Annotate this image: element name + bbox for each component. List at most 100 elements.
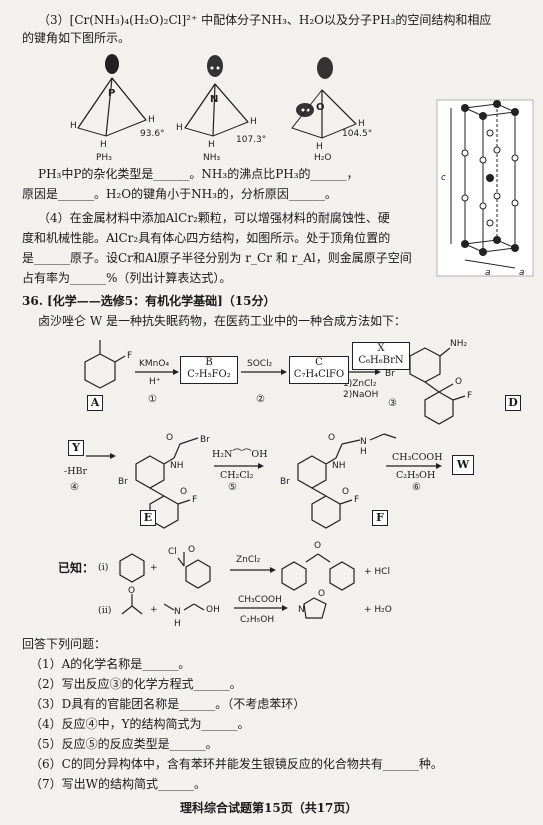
cell-a1-label: a [485, 268, 491, 278]
svg-text:ZnCl₂: ZnCl₂ [236, 555, 261, 565]
svg-text:N: N [174, 607, 181, 617]
r4-text: -HBr [64, 466, 88, 477]
svg-text:F: F [127, 351, 132, 361]
svg-text:OH: OH [206, 605, 220, 615]
svg-text:+ H₂O: + H₂O [364, 605, 392, 615]
nh3-structure: N H H H 107.3° NH₃ [176, 55, 266, 163]
r6-bot: C₂H₅OH [396, 470, 436, 481]
cell-a2-label: a [519, 268, 525, 278]
svg-text:Br: Br [385, 369, 395, 379]
label-D: D [505, 395, 521, 411]
svg-text:O: O [455, 377, 462, 387]
svg-text:H: H [100, 140, 107, 150]
known-reaction-i: + Cl O ZnCl₂ O + HCl [119, 541, 390, 591]
svg-text:O: O [128, 586, 135, 596]
q4-line-3: 是______原子。设Cr和Al原子半径分别为 r_Cr 和 r_Al，则金属原… [22, 251, 412, 265]
cell-c-label: c [441, 173, 446, 183]
r5-top: H₂N⌒⌒OH [212, 449, 268, 460]
known-i-label: (i) [98, 562, 109, 573]
q3-line-1: （3）[Cr(NH₃)₄(H₂O)₂Cl]²⁺ 中配体分子NH₃、H₂O以及分子… [38, 13, 492, 27]
svg-text:H: H [70, 121, 77, 131]
known-ii-label: (ii) [98, 605, 112, 616]
svg-text:O: O [342, 487, 349, 497]
svg-text:N: N [360, 437, 367, 447]
svg-text:H: H [148, 115, 155, 125]
svg-text:F: F [467, 391, 472, 401]
svg-text:+ HCl: + HCl [364, 567, 390, 577]
svg-text:NH₂: NH₂ [450, 339, 468, 349]
answer-title: 回答下列问题： [22, 637, 107, 651]
question-7: （7）写出W的结构简式______。 [30, 777, 206, 791]
svg-text:H: H [174, 619, 181, 629]
q36-title: 36. [化学——选修5：有机化学基础]（15分） [22, 294, 276, 308]
svg-text:H: H [316, 142, 323, 152]
svg-text:O: O [314, 541, 321, 551]
q4-line-1: （4）在金属材料中添加AlCr₂颗粒，可以增强材料的耐腐蚀性、硬 [38, 211, 390, 225]
known-reaction-ii: O + N H OH CH₃COOH C₂H₅OH N O + H₂O [121, 586, 392, 629]
svg-text:2)NaOH: 2)NaOH [343, 390, 378, 400]
h2o-structure: O H H 104.5° H₂O [291, 57, 372, 163]
question-6: （6）C的同分异构体中，含有苯环并能发生银镜反应的化合物共有______种。 [30, 757, 443, 771]
r5-bot: CH₂Cl₂ [220, 470, 254, 481]
svg-text:SOCl₂: SOCl₂ [247, 359, 273, 369]
molecule-structures: P H H H 93.6° PH₃ N H H H 107.3° NH₃ O H… [70, 54, 372, 163]
step-4: ④ [70, 482, 79, 493]
question-4: （4）反应④中，Y的结构简式为______。 [30, 717, 250, 731]
svg-text:Cl: Cl [168, 547, 177, 557]
box-C: C C₇H₄ClFO [289, 356, 349, 384]
svg-text:O: O [188, 545, 195, 555]
page-footer: 理科综合试题第15页（共17页） [180, 801, 358, 815]
q3-line-4: 原因是______。H₂O的键角小于NH₃的，分析原因______。 [22, 187, 337, 201]
nh3-center-label: N [210, 94, 218, 105]
q4-line-2: 度和机械性能。AlCr₂具有体心四方结构，如图所示。处于顶角位置的 [22, 231, 391, 245]
label-Y: Y [68, 440, 84, 456]
label-W: W [452, 455, 474, 475]
svg-text:F: F [192, 495, 197, 505]
question-1: （1）A的化学名称是______。 [30, 657, 191, 671]
h2o-name: H₂O [314, 153, 331, 163]
r6-top: CH₃COOH [392, 452, 443, 463]
question-5: （5）反应⑤的反应类型是______。 [30, 737, 218, 751]
svg-text:+: + [150, 563, 158, 573]
svg-text:F: F [354, 495, 359, 505]
svg-text:H: H [250, 117, 257, 127]
q3-line-3: PH₃中P的杂化类型是______。NH₃的沸点比PH₃的______， [38, 167, 359, 181]
svg-text:N: N [298, 605, 305, 615]
svg-text:O: O [166, 433, 173, 443]
label-E: E [140, 510, 156, 526]
svg-text:H: H [208, 140, 215, 150]
ph3-center-label: P [108, 88, 115, 99]
scheme-row-2: NH O Br Br O F NH O N H Br O F [86, 433, 442, 529]
svg-text:O: O [328, 433, 335, 443]
unit-cell-diagram: c a a [436, 99, 534, 278]
svg-text:C₂H₅OH: C₂H₅OH [240, 615, 274, 625]
box-X: X C₆H₆BrN [352, 342, 410, 370]
question-2: （2）写出反应③的化学方程式______。 [30, 677, 242, 691]
svg-text:KMnO₄: KMnO₄ [139, 359, 169, 369]
box-B: B C₇H₅FO₂ [180, 356, 238, 384]
scheme-row-1: F KMnO₄ H⁺ SOCl₂ 1)ZnCl₂ 2)NaOH NH₂ Br O… [84, 339, 472, 425]
nh3-angle: 107.3° [236, 135, 266, 145]
svg-text:Br: Br [280, 477, 290, 487]
label-A: A [87, 395, 103, 411]
nh3-name: NH₃ [203, 153, 221, 163]
step-5: ⑤ [228, 482, 237, 493]
svg-text:CH₃COOH: CH₃COOH [238, 595, 282, 605]
step-2: ② [256, 394, 265, 405]
svg-text:O: O [318, 589, 325, 599]
q3-line-2: 的键角如下图所示。 [22, 31, 131, 45]
svg-text:H: H [358, 119, 365, 129]
ph3-structure: P H H H 93.6° PH₃ [70, 54, 165, 163]
h2o-angle: 104.5° [342, 129, 372, 139]
label-F: F [372, 510, 388, 526]
step-6: ⑥ [412, 482, 421, 493]
h2o-center-label: O [316, 102, 325, 113]
svg-text:O: O [180, 487, 187, 497]
svg-text:NH: NH [170, 461, 184, 471]
svg-text:1)ZnCl₂: 1)ZnCl₂ [343, 379, 377, 389]
known-label: 已知： [58, 561, 95, 575]
svg-text:H: H [360, 447, 367, 457]
svg-text:Br: Br [118, 477, 128, 487]
svg-text:Br: Br [200, 435, 210, 445]
q4-line-4: 占有率为______%（列出计算表达式）。 [22, 271, 232, 285]
